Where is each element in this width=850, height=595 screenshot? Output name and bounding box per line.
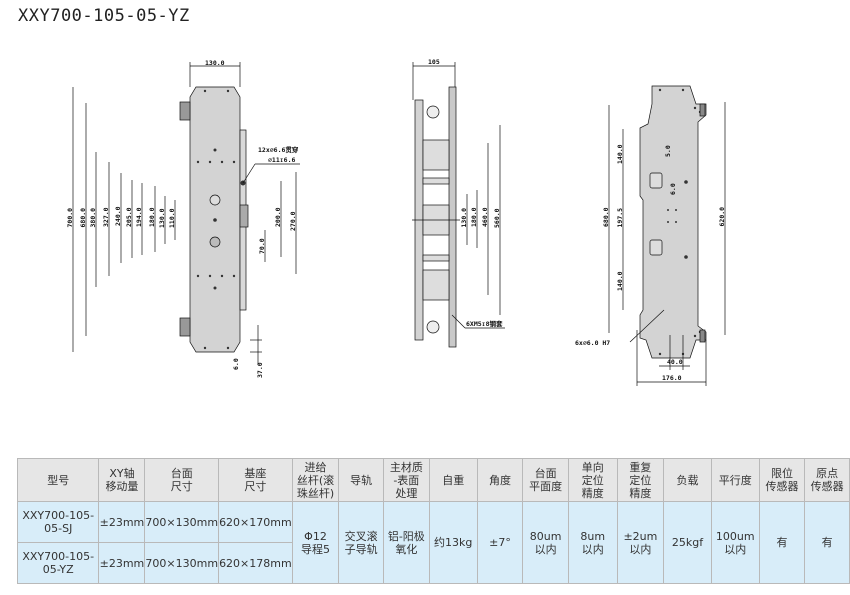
side-hole-note: 6XM5↧8钢套 <box>466 319 503 328</box>
column-header: 台面 尺寸 <box>144 458 220 502</box>
front-vertical-dim: 205.0 <box>125 207 133 227</box>
front-bottom-dim: 6.0 <box>232 358 240 370</box>
back-vertical-dim: 197.5 <box>616 208 624 228</box>
column-header: 型号 <box>16 458 100 502</box>
column-header: 平行度 <box>710 458 760 502</box>
back-bottom-dim: 40.0 <box>667 358 683 366</box>
table-row: XXY700-105-05-SJ ±23mm 700×130mm 620×170… <box>16 501 850 584</box>
cell-table-size: 700×130mm <box>144 542 220 584</box>
cell-travel: ±23mm <box>98 501 146 543</box>
cell-load: 25kgf <box>663 501 712 584</box>
column-header: 台面 平面度 <box>522 458 569 502</box>
column-header: 角度 <box>476 458 524 502</box>
front-hole-note: ⌀11↧6.6 <box>268 156 295 164</box>
cell-model: XXY700-105-05-YZ <box>16 542 100 584</box>
front-bottom-dim: 37.0 <box>256 362 264 378</box>
front-vertical-dim: 270.0 <box>289 211 297 231</box>
cell-repeat-accuracy: ±2um 以内 <box>616 501 665 584</box>
front-vertical-dim: 130.0 <box>158 208 166 228</box>
column-header: 重复 定位 精度 <box>616 458 665 502</box>
side-vertical-dim: 180.0 <box>470 207 478 227</box>
front-vertical-dim: 70.0 <box>258 238 266 254</box>
back-vertical-dim: 620.0 <box>718 207 726 227</box>
back-small-dim: 6.0 <box>669 183 677 195</box>
side-width-dim: 105 <box>428 58 440 66</box>
cell-base-size: 620×170mm <box>218 501 293 543</box>
cell-flatness: 80um 以内 <box>522 501 569 584</box>
cell-angle: ±7° <box>476 501 524 584</box>
front-vertical-dim: 110.0 <box>168 208 176 228</box>
cell-uni-accuracy: 8um 以内 <box>567 501 618 584</box>
column-header: 基座 尺寸 <box>218 458 293 502</box>
column-header: 负载 <box>663 458 712 502</box>
column-header: 自重 <box>428 458 478 502</box>
cell-limit-sensor: 有 <box>758 501 806 584</box>
cell-guide: 交叉滚 子导轨 <box>338 501 384 584</box>
front-vertical-dim: 680.0 <box>79 208 87 228</box>
column-header: 限位 传感器 <box>758 458 806 502</box>
front-vertical-dim: 327.0 <box>102 207 110 227</box>
side-vertical-dim: 130.0 <box>460 208 468 228</box>
cell-weight: 约13kg <box>428 501 478 584</box>
cell-parallelism: 100um 以内 <box>710 501 760 584</box>
back-view-drawing: 680.0 620.0 140.0 197.5 140.0 5.0 6.0 40.0 1… <box>575 85 726 386</box>
front-width-dim: 130.0 <box>205 59 225 67</box>
back-vertical-dim: 680.0 <box>602 207 610 227</box>
back-vertical-dim: 140.0 <box>616 271 624 291</box>
front-vertical-dim: 180.0 <box>148 207 156 227</box>
column-header: 原点 传感器 <box>804 458 850 502</box>
column-header: 导轨 <box>338 458 384 502</box>
cell-base-size: 620×178mm <box>218 542 293 584</box>
cell-origin-sensor: 有 <box>804 501 850 584</box>
front-vertical-dim: 240.0 <box>114 206 122 226</box>
front-vertical-dim: 200.0 <box>274 207 282 227</box>
column-header: XY轴 移动量 <box>98 458 146 502</box>
back-small-dim: 5.0 <box>664 145 672 157</box>
column-header: 单向 定位 精度 <box>567 458 618 502</box>
back-hole-note: 6x⌀6.0 H7 <box>575 339 610 347</box>
front-vertical-dim: 380.0 <box>89 208 97 228</box>
column-header: 主材质 -表面 处理 <box>382 458 430 502</box>
column-header: 进给 丝杆(滚 珠丝杆) <box>291 458 340 502</box>
back-vertical-dim: 140.0 <box>616 144 624 164</box>
front-hole-note: 12x⌀6.6贯穿 <box>258 145 299 154</box>
cell-table-size: 700×130mm <box>144 501 220 543</box>
product-title: XXY700-105-05-YZ <box>18 6 190 26</box>
table-row: XXY700-105-05-YZ ±23mm 700×130mm 620×178… <box>16 542 850 584</box>
cell-travel: ±23mm <box>98 542 146 584</box>
back-bottom-dim: 176.0 <box>662 374 682 382</box>
front-vertical-dim: 194.0 <box>135 207 143 227</box>
side-vertical-dim: 560.0 <box>493 208 501 228</box>
cell-screw: Φ12 导程5 <box>291 501 340 584</box>
cell-material: 铝-阳极 氧化 <box>382 501 430 584</box>
cell-model: XXY700-105-05-SJ <box>16 501 100 543</box>
side-vertical-dim: 460.0 <box>481 207 489 227</box>
front-vertical-dim: 700.0 <box>66 208 74 228</box>
